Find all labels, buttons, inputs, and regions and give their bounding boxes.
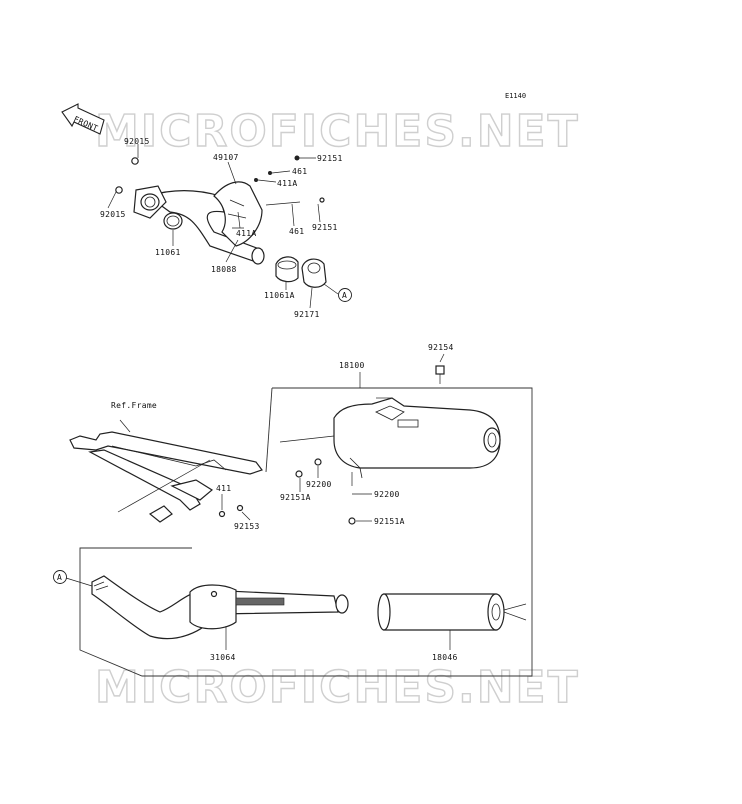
watermark-bottom: MICROFICHES.NET [95,662,580,713]
bolt-92153 [236,504,244,512]
watermark-top: MICROFICHES.NET [95,106,580,157]
label-92153: 92153 [234,522,260,531]
ref-frame-subframe [69,419,263,523]
label-11061A: 11061A [264,291,295,300]
label-411A-bottom: 411A [236,229,256,238]
label-92200-b: 92200 [374,490,400,499]
joint-11061A [275,256,299,283]
label-ref-frame: Ref.Frame [111,401,157,410]
label-18046: 18046 [432,653,458,662]
svg-text:A: A [57,573,62,582]
label-92200-a: 92200 [306,480,332,489]
washer-461-top [268,171,272,175]
nut-92015-left [115,186,123,194]
collar-411 [218,510,226,518]
label-11061: 11061 [155,248,181,257]
label-92154: 92154 [428,343,454,352]
collar-411A-top [254,178,258,182]
diagram-code: E1140 [505,92,526,100]
label-92015-top: 92015 [124,137,150,146]
bolt-92151A-b [348,517,356,525]
label-92151A-a: 92151A [280,493,311,502]
exhaust-flange [133,185,167,219]
silencer-body [279,397,501,479]
label-31064: 31064 [210,653,236,662]
label-92151-top: 92151 [317,154,343,163]
silencer-cover-18046 [377,593,527,631]
label-18088: 18088 [211,265,237,274]
assembly-frame-18100 [79,387,533,677]
label-18100: 18100 [339,361,365,370]
gasket-11061 [163,212,183,230]
label-92015-left: 92015 [100,210,126,219]
bolt-92151-right [319,197,325,203]
label-92151-right: 92151 [312,223,338,232]
label-411A-top: 411A [277,179,297,188]
label-49107: 49107 [213,153,239,162]
callout-a-top: A [338,288,352,302]
callout-a-bottom: A [53,570,67,584]
washer-92200-a [314,458,322,466]
label-461-top: 461 [292,167,307,176]
bolt-92151-right-shaft [265,201,301,206]
svg-text:A: A [342,291,347,300]
label-411: 411 [216,484,231,493]
label-461-bottom: 461 [289,227,304,236]
label-92151A-b: 92151A [374,517,405,526]
label-92171: 92171 [294,310,320,319]
bolt-92154 [435,353,445,384]
clamp-92171 [301,258,327,288]
bolt-92151-top [294,155,300,161]
bolt-92151A-a [295,470,303,478]
pipe-31064 [91,575,349,640]
nut-92015-top [131,157,139,165]
